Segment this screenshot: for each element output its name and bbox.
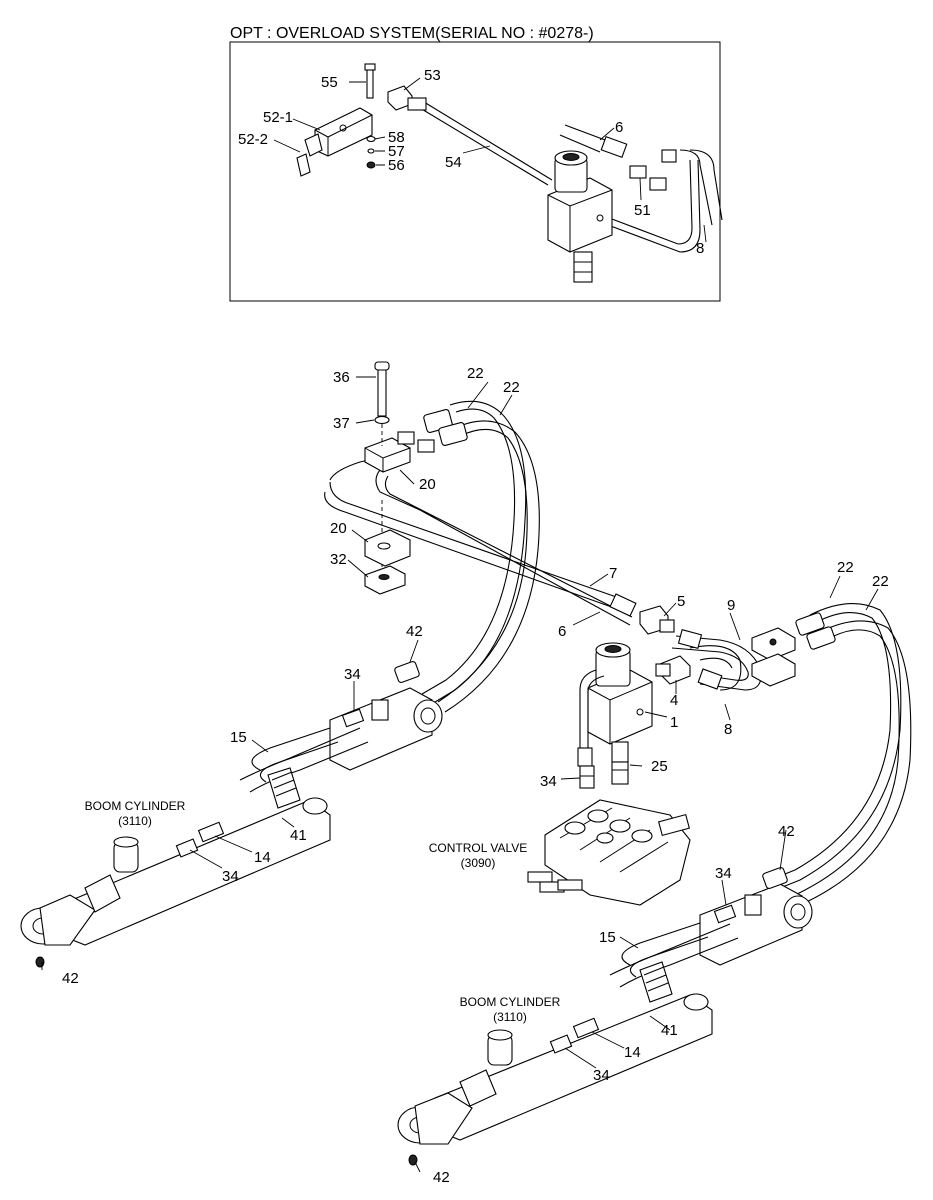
pipe-8-inset: [599, 159, 701, 253]
label-53: 53: [424, 67, 441, 84]
grease-nipple-42-left: [35, 956, 45, 968]
hose-22-right-b: [799, 620, 912, 906]
connector-25: [611, 761, 629, 785]
label-6-inset: 6: [615, 119, 623, 136]
washer-37: [374, 415, 390, 425]
inset-title: OPT : OVERLOAD SYSTEM(SERIAL NO : #0278-…: [230, 25, 594, 42]
inset-frame: [229, 41, 721, 302]
overload-system-inset: OPT : OVERLOAD SYSTEM(SERIAL NO : #0278-…: [229, 25, 723, 302]
label-5: 5: [677, 593, 685, 610]
bolt-36: [377, 367, 387, 417]
label-41-b: 41: [661, 1022, 678, 1039]
washer-57: [367, 148, 375, 154]
label-42-a: 42: [406, 623, 423, 640]
connector-34-left: [175, 838, 199, 858]
boom-cylinder-right: [397, 883, 813, 1145]
fitting-42-right: [762, 867, 788, 889]
boom-cylinder-left: [20, 687, 443, 946]
label-25: 25: [651, 758, 668, 775]
label-22-b: 22: [503, 379, 520, 396]
hose-8-inset: [679, 149, 723, 226]
plate-32: [364, 565, 406, 595]
fitting-14-right: [572, 1017, 600, 1039]
label-1: 1: [670, 714, 678, 731]
caption-boom-cylinder-right-code: (3110): [493, 1010, 527, 1024]
tube-6-inset: [559, 124, 606, 153]
overload-valve-1: [577, 642, 653, 767]
label-34-d: 34: [715, 865, 732, 882]
pipe-54: [419, 107, 549, 186]
pressure-switch-52: [296, 107, 373, 177]
hose-22-left-b: [444, 420, 540, 713]
control-valve: [527, 799, 691, 906]
washer-58: [366, 135, 376, 143]
label-32: 32: [330, 551, 347, 568]
hose-22-left-a: [429, 400, 527, 706]
caption-boom-cylinder-right: BOOM CYLINDER: [460, 995, 561, 1009]
label-56: 56: [388, 157, 405, 174]
label-58: 58: [388, 129, 405, 146]
label-22-a: 22: [467, 365, 484, 382]
clamp-20-top: [364, 437, 411, 473]
label-51: 51: [634, 202, 651, 219]
label-42-b: 42: [62, 970, 79, 987]
connector-34-left-top: [341, 708, 365, 728]
label-14-b: 14: [624, 1044, 641, 1061]
label-54: 54: [445, 154, 462, 171]
label-57: 57: [388, 143, 405, 160]
label-22-c: 22: [837, 559, 854, 576]
hose-8: [689, 645, 742, 691]
label-34-e: 34: [593, 1067, 610, 1084]
label-34-a: 34: [344, 666, 361, 683]
label-7: 7: [609, 565, 617, 582]
label-22-d: 22: [872, 573, 889, 590]
main-assembly: 36 37 22 22 20 20 32 7 5 6 9 22 22 42 34…: [20, 361, 912, 1186]
label-8-inset: 8: [696, 240, 704, 257]
label-37: 37: [333, 415, 350, 432]
nut-56: [366, 161, 376, 169]
caption-control-valve-code: (3090): [461, 856, 496, 870]
connector-34-right-top: [713, 904, 737, 924]
label-6: 6: [558, 623, 566, 640]
label-55: 55: [321, 74, 338, 91]
fitting-42-left: [394, 661, 420, 683]
caption-boom-cylinder-left-code: (3110): [118, 814, 152, 828]
label-34-c: 34: [222, 868, 239, 885]
fitting-51: [629, 165, 647, 179]
label-15-b: 15: [599, 929, 616, 946]
label-14-a: 14: [254, 849, 271, 866]
label-9: 9: [727, 597, 735, 614]
label-36: 36: [333, 369, 350, 386]
clamp-20-lower: [364, 529, 411, 567]
bolt-55: [366, 67, 374, 99]
connector-34-cv: [579, 765, 595, 789]
caption-boom-cylinder-left: BOOM CYLINDER: [85, 799, 186, 813]
label-8: 8: [724, 721, 732, 738]
tube-6: [375, 469, 633, 626]
label-52-2: 52-2: [238, 131, 268, 148]
label-41-a: 41: [290, 827, 307, 844]
connector-34-right: [549, 1034, 573, 1054]
hose-22-right-a: [774, 603, 902, 891]
label-15-a: 15: [230, 729, 247, 746]
tube-7: [324, 457, 626, 611]
label-42-d: 42: [433, 1169, 450, 1186]
caption-control-valve: CONTROL VALVE: [429, 841, 527, 855]
label-4: 4: [670, 692, 678, 709]
fitting-14-left: [197, 821, 225, 843]
label-20-a: 20: [419, 476, 436, 493]
label-20-b: 20: [330, 520, 347, 537]
overload-valve-inset: [547, 150, 613, 283]
label-42-c: 42: [778, 823, 795, 840]
label-52-1: 52-1: [263, 109, 293, 126]
label-34-b: 34: [540, 773, 557, 790]
